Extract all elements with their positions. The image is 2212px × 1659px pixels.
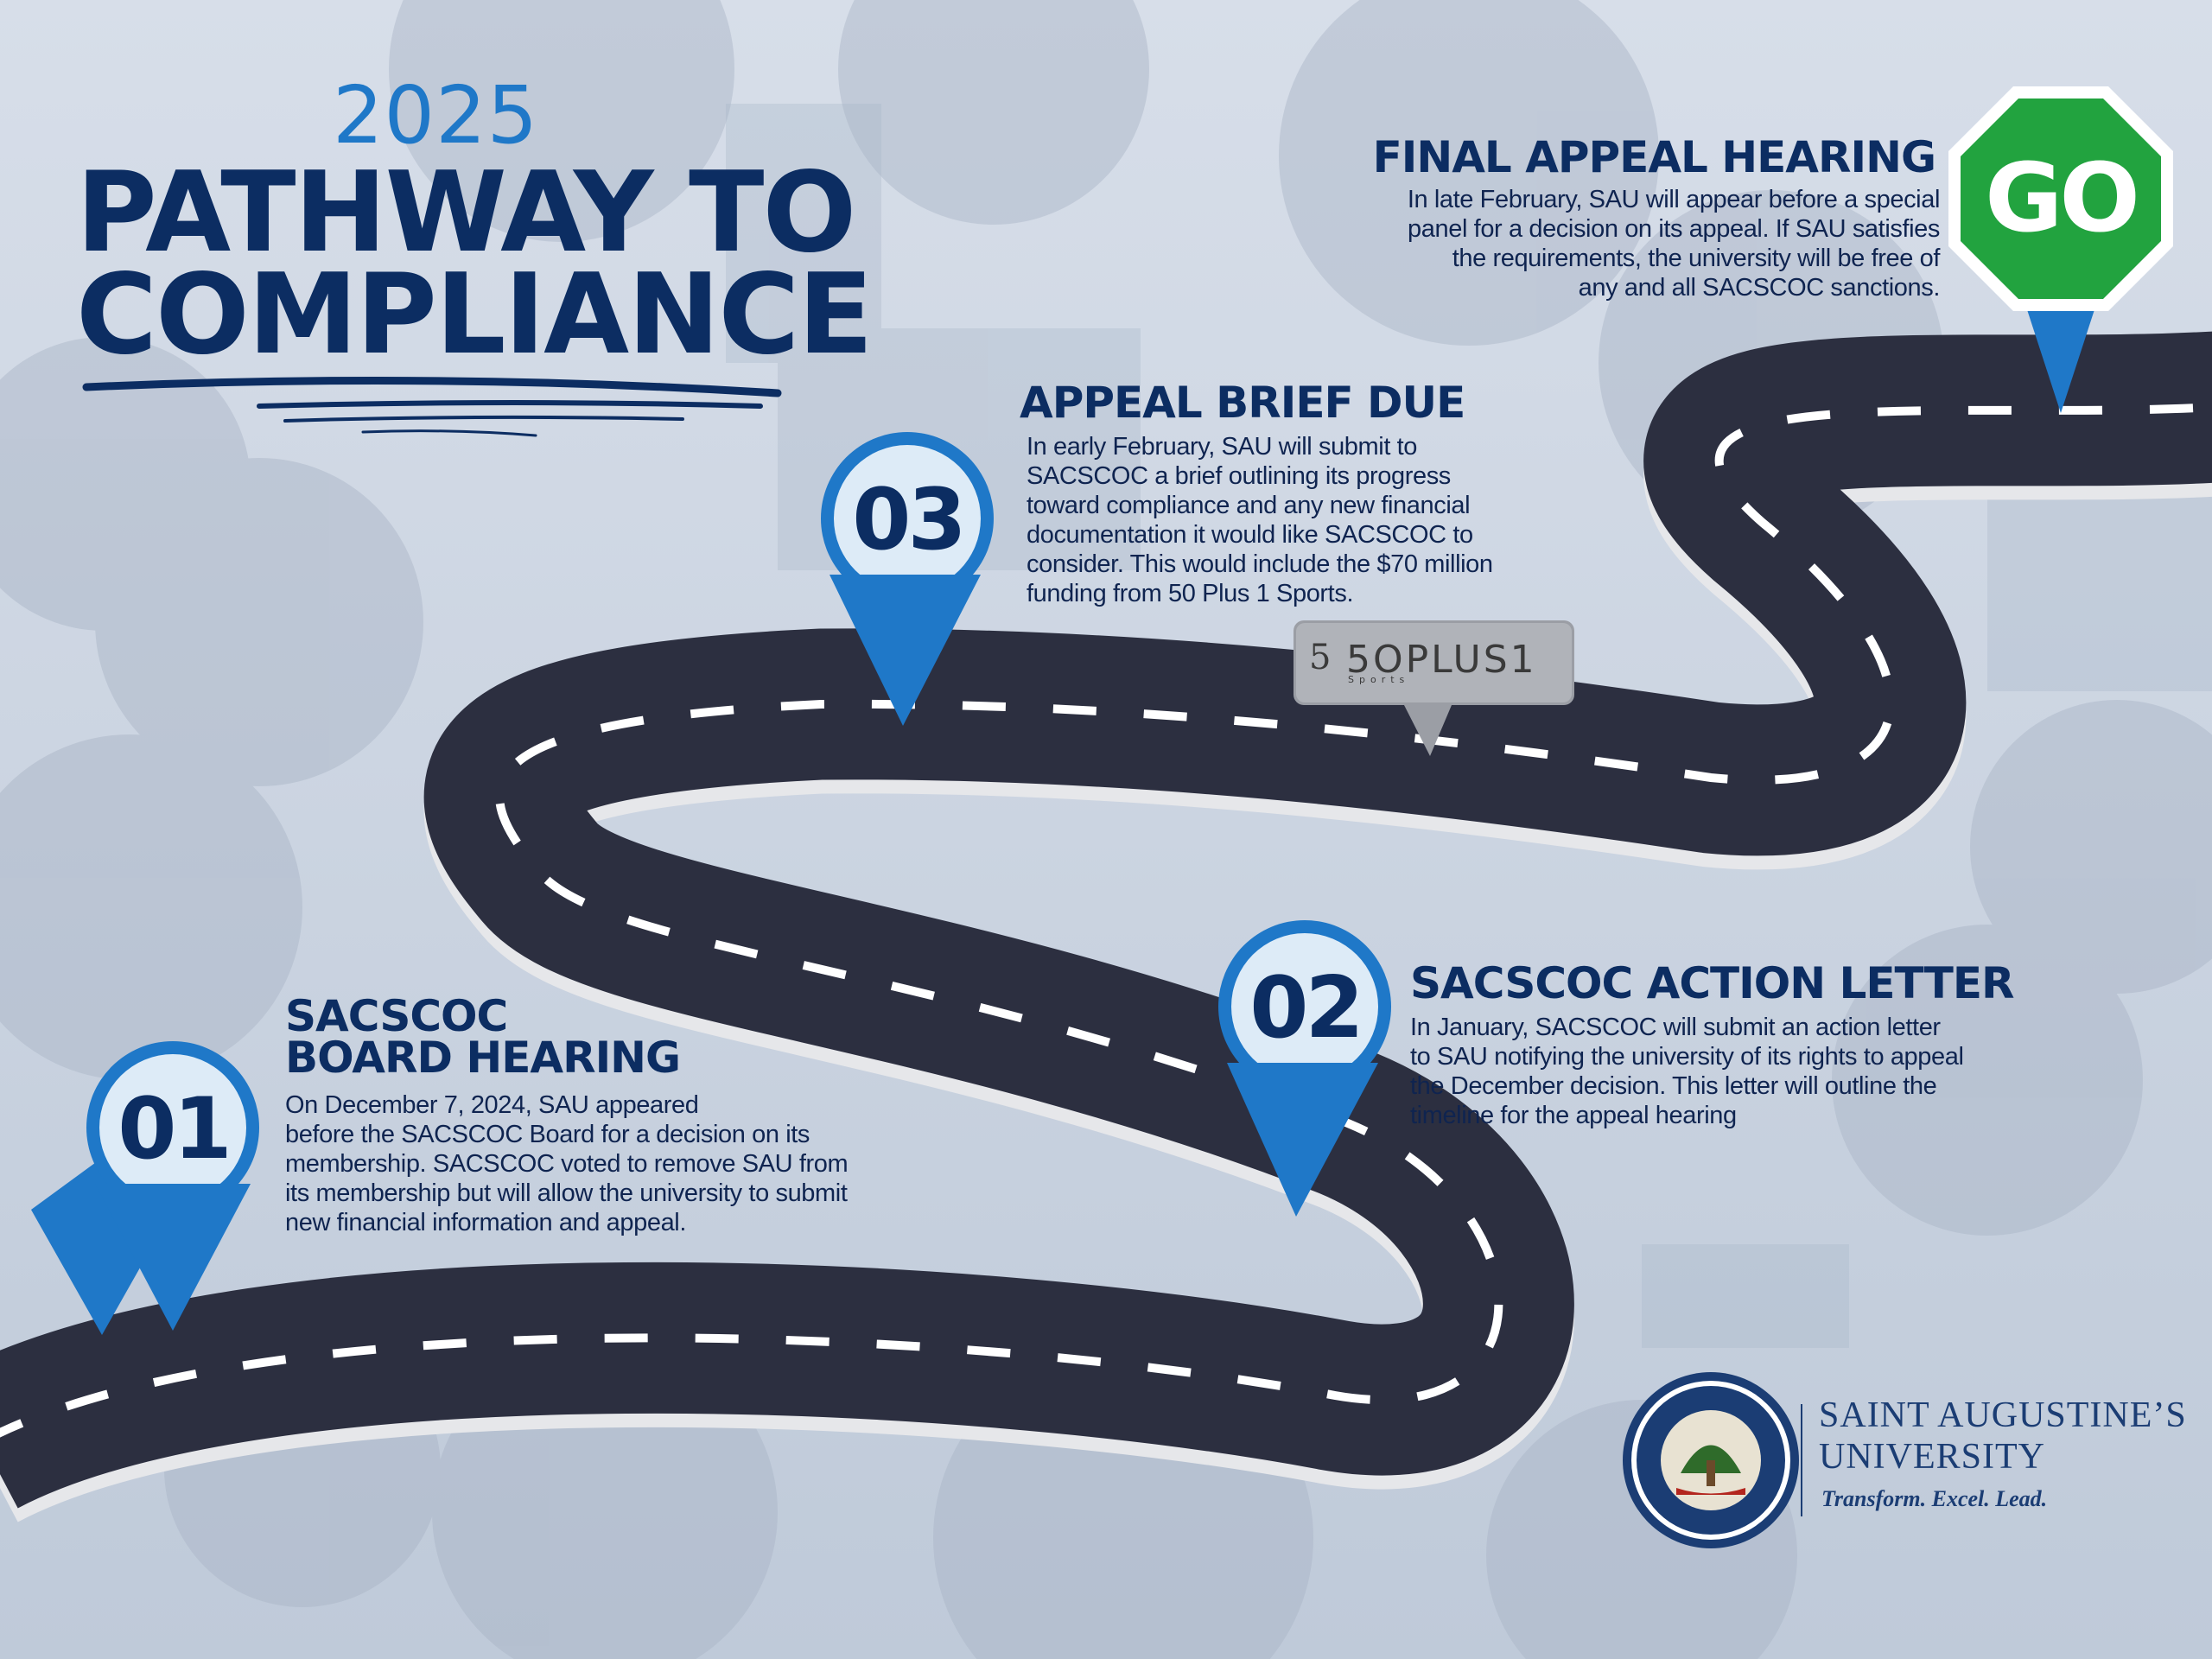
step-03-line: consider. This would include the $70 mil…: [1027, 550, 1493, 578]
final-step-title: FINAL APPEAL HEARING: [1372, 132, 1936, 182]
milestone-number-01: 01: [118, 1080, 232, 1179]
sponsor-logo-mark: 5: [1309, 638, 1332, 677]
university-name: SAINT AUGUSTINE’S UNIVERSITY: [1819, 1395, 2187, 1478]
step-01-line: On December 7, 2024, SAU appeared: [285, 1091, 699, 1119]
step-02-line: In January, SACSCOC will submit an actio…: [1410, 1014, 1941, 1041]
milestone-number-02: 02: [1249, 959, 1363, 1058]
milestone-pin-02: [1218, 920, 1391, 1217]
winding-road: [0, 331, 2212, 1523]
final-step-line: any and all SACSCOC sanctions.: [1578, 274, 1941, 302]
milestone-pin-01: [31, 1041, 259, 1335]
step-02-line: timeline for the appeal hearing: [1410, 1102, 1737, 1129]
final-step-line: panel for a decision on its appeal. If S…: [1408, 215, 1940, 243]
milestone-number-03: 03: [852, 471, 966, 569]
step-01-description: On December 7, 2024, SAU appeared before…: [285, 1090, 942, 1237]
title-year: 2025: [333, 69, 539, 162]
go-sign-label: GO: [1985, 143, 2140, 253]
step-03-line: funding from 50 Plus 1 Sports.: [1027, 580, 1354, 607]
step-02-title: SACSCOC ACTION LETTER: [1410, 958, 2015, 1008]
sponsor-logo-name: 5OPLUS1: [1346, 638, 1537, 682]
sponsor-callout: [1294, 620, 1574, 756]
step-03-description: In early February, SAU will submit to SA…: [1027, 432, 1631, 608]
step-03-line: SACSCOC a brief outlining its progress: [1027, 462, 1451, 490]
milestone-pin-03: [821, 432, 994, 726]
university-name-line-1: SAINT AUGUSTINE’S: [1819, 1395, 2187, 1435]
sponsor-logo-sub: Sports: [1348, 674, 1410, 685]
step-02-description: In January, SACSCOC will submit an actio…: [1410, 1013, 2067, 1130]
step-01-title-line-1: SACSCOC: [285, 991, 508, 1041]
step-01-line: new financial information and appeal.: [285, 1209, 687, 1236]
final-step-line: In late February, SAU will appear before…: [1407, 186, 1941, 213]
final-step-line: the requirements, the university will be…: [1452, 245, 1941, 272]
step-03-line: toward compliance and any new financial: [1027, 492, 1471, 519]
step-02-line: to SAU notifying the university of its r…: [1410, 1043, 1964, 1071]
page-title-line-1: PATHWAY TO: [76, 149, 856, 277]
university-name-line-2: UNIVERSITY: [1819, 1437, 2045, 1477]
road-lane-markings: [0, 403, 2212, 1438]
step-03-line: In early February, SAU will submit to: [1027, 433, 1418, 461]
step-01-title-line-2: BOARD HEARING: [285, 1033, 681, 1083]
university-tagline: Transform. Excel. Lead.: [1821, 1486, 2048, 1511]
step-01-line: before the SACSCOC Board for a decision …: [285, 1121, 810, 1148]
final-step-description: In late February, SAU will appear before…: [1244, 185, 1941, 302]
step-01-line: membership. SACSCOC voted to remove SAU …: [285, 1150, 849, 1178]
page-title-line-2: COMPLIANCE: [76, 251, 874, 379]
step-01-line: its membership but will allow the univer…: [285, 1179, 848, 1207]
step-03-title: APPEAL BRIEF DUE: [1020, 378, 1465, 428]
step-03-line: documentation it would like SACSCOC to: [1027, 521, 1473, 549]
go-sign-pin: [1948, 86, 2173, 413]
brush-stroke-underline: [82, 376, 782, 437]
university-seal: [1623, 1372, 1802, 1548]
step-02-line: the December decision. This letter will …: [1410, 1072, 1937, 1100]
